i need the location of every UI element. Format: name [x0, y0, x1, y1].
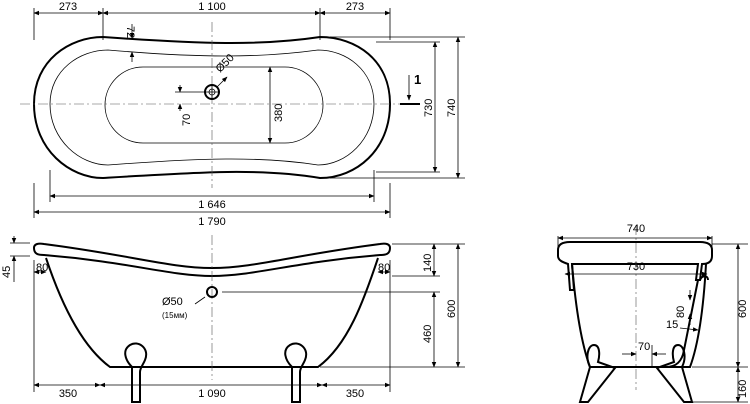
- section-marker-label: 1: [414, 72, 421, 87]
- dim-leg-left-label: 350: [59, 388, 77, 400]
- end-dim-inner-width-label: 730: [627, 261, 645, 273]
- dim-inner-width-label: 380: [273, 104, 285, 122]
- top-view-outer-outline: [32, 35, 392, 180]
- dim-overflow-label: Ø50: [162, 296, 183, 308]
- end-dim-leg-height-label: 160: [737, 380, 749, 398]
- side-view-leg-left: [124, 342, 148, 403]
- end-dim-siphon-height-label: 80: [675, 306, 687, 318]
- end-dim-top-width-label: 740: [627, 223, 645, 235]
- dim-rim-label: 72: [124, 26, 136, 38]
- end-view-rim: [557, 241, 713, 291]
- dim-drain-label: Ø50: [214, 52, 237, 75]
- end-view-leg-right: [655, 343, 694, 403]
- dim-right-overhang-label: 80: [378, 262, 390, 274]
- end-dim-total-height-label: 600: [737, 300, 749, 318]
- end-view: 740 730 80 15 70 600 160: [557, 223, 749, 403]
- dim-left-overhang-label: 80: [36, 262, 48, 274]
- dim-leg-right-label: 350: [346, 388, 364, 400]
- dim-left-end-label: 273: [59, 1, 77, 13]
- dim-total-width-label: 740: [446, 99, 458, 117]
- side-view-leg-right: [284, 342, 308, 403]
- end-dim-drain-offset-label: 70: [638, 341, 650, 353]
- dim-total-height-label: 600: [446, 300, 458, 318]
- top-view: 273 1 100 273 72 Ø50 70 380 730 740 1: [20, 1, 465, 228]
- dim-rim-height-label: 45: [1, 266, 13, 278]
- dim-drain-offset-label: 70: [181, 114, 193, 126]
- end-dim-siphon-offset-label: 15: [666, 319, 678, 331]
- side-view-overflow-leader: [194, 296, 206, 305]
- top-view-rim-outline: [49, 49, 375, 166]
- top-view-drain-leader: [216, 76, 228, 88]
- overflow-note-label: (15мм): [162, 311, 188, 320]
- end-view-leg-left: [578, 343, 617, 403]
- top-view-basin: [104, 66, 324, 144]
- dim-middle-label: 1 100: [198, 1, 226, 13]
- dim-right-end-label: 273: [346, 1, 364, 13]
- dim-overflow-height-label: 460: [422, 325, 434, 343]
- dim-line: [679, 327, 699, 332]
- side-view-overflow: [206, 286, 218, 298]
- dim-length-inner-label: 1 646: [198, 199, 226, 211]
- dim-length-total-label: 1 790: [198, 216, 226, 228]
- dim-top-rim-label: 140: [422, 254, 434, 272]
- dim-leg-span-label: 1 090: [198, 388, 226, 400]
- side-view: 45 80 80 Ø50 (15мм) 140 460 600 350 1 09…: [1, 235, 465, 403]
- side-view-rim: [32, 242, 392, 278]
- dim-outer-width-label: 730: [423, 99, 435, 117]
- side-view-body: [45, 257, 379, 368]
